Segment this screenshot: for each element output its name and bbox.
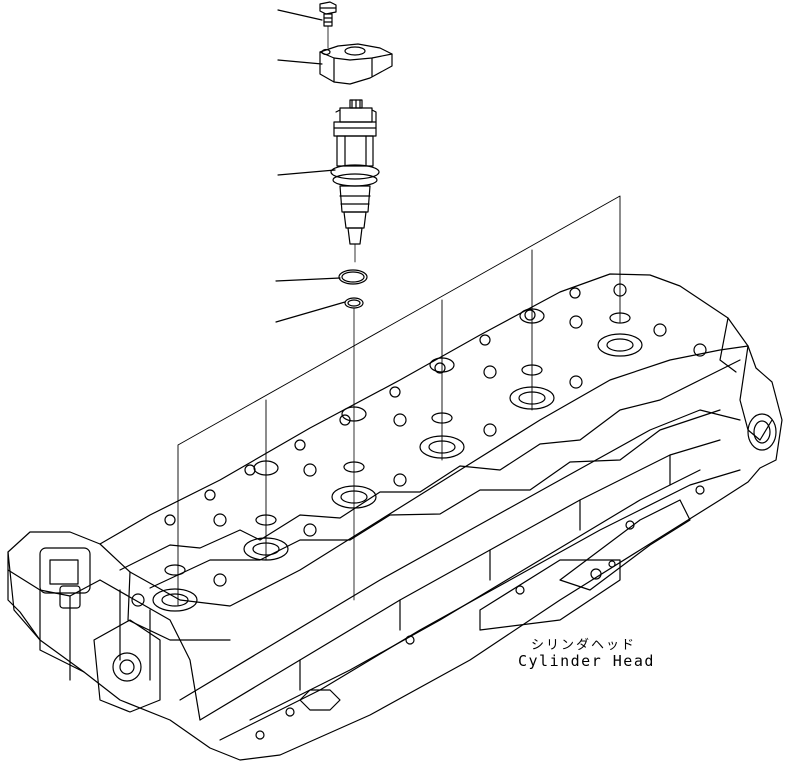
cylinder-head-part: [7, 273, 783, 761]
leader-lines: [275, 9, 346, 323]
injector-part: [330, 99, 380, 263]
part-name-japanese: シリンダヘッド: [531, 638, 637, 653]
gasket-washer-part: [344, 297, 364, 601]
clamp-part: [319, 43, 393, 85]
part-name-english: Cylinder Head: [518, 652, 655, 670]
o-ring-part: [338, 269, 368, 285]
bolt-part: [319, 1, 337, 49]
assembly-lines: [177, 195, 621, 606]
